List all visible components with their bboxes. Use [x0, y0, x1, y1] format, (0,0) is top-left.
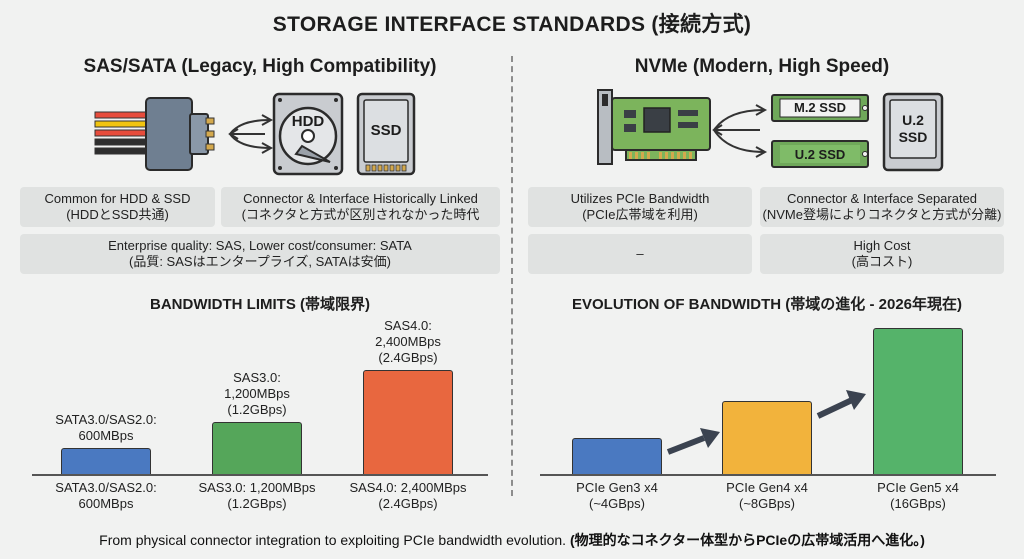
bar-bottom-label: PCIe Gen3 x4(~4GBps): [537, 480, 697, 512]
m2-ssd-label: M.2 SSD: [793, 100, 846, 115]
bar-bottom-label-line: SAS3.0: 1,200MBps: [198, 480, 316, 495]
growth-arrows-icon: [666, 390, 866, 455]
info-line: High Cost: [853, 238, 911, 253]
bar-top-label-line: SATA3.0/SAS2.0:: [55, 412, 157, 427]
chart-baseline: [540, 474, 996, 476]
hdd-icon: [272, 92, 344, 176]
info-placeholder: –: [528, 234, 752, 274]
bar-bottom-label: SAS3.0: 1,200MBps(1.2GBps): [177, 480, 337, 512]
bar-sas3-0: [212, 422, 302, 474]
info-line: Connector & Interface Historically Linke…: [243, 191, 478, 206]
bar-bottom-label-line: SATA3.0/SAS2.0:: [55, 480, 157, 495]
info-enterprise-quality: Enterprise quality: SAS, Lower cost/cons…: [20, 234, 500, 274]
u2-ssd-small-label: U.2 SSD: [794, 147, 846, 162]
bar-bottom-label-line: (1.2GBps): [227, 496, 287, 511]
page-title: STORAGE INTERFACE STANDARDS (接続方式): [272, 13, 752, 36]
info-line: Enterprise quality: SAS, Lower cost/cons…: [108, 238, 412, 253]
info-connector-linked: Connector & Interface Historically Linke…: [221, 187, 500, 227]
m2-ssd-icon: [771, 94, 869, 122]
bidirectional-arrows-icon: [228, 114, 274, 154]
info-common-hdd-ssd: Common for HDD & SSD (HDDとSSD共通): [20, 187, 215, 227]
bar-top-label: SAS3.0:1,200MBps(1.2GBps): [177, 370, 337, 418]
bar-bottom-label-line: (2.4GBps): [378, 496, 438, 511]
u2-ssd-small-icon: [771, 140, 869, 168]
footer-caption: From physical connector integration to e…: [0, 530, 1024, 550]
bar-bottom-label: SATA3.0/SAS2.0:600MBps: [26, 480, 186, 512]
bar-bottom-label-line: (~8GBps): [739, 496, 795, 511]
bar-top-label: SATA3.0/SAS2.0:600MBps: [26, 412, 186, 444]
left-section-heading: SAS/SATA (Legacy, High Compatibility): [83, 56, 437, 77]
bar-bottom-label-line: 600MBps: [78, 496, 134, 511]
u2-label-line: U.2: [902, 112, 924, 128]
bar-top-label-line: 600MBps: [78, 428, 134, 443]
bar-top-label-line: SAS4.0:: [384, 318, 432, 333]
info-high-cost: High Cost (高コスト): [760, 234, 1004, 274]
info-pcie-bandwidth: Utilizes PCIe Bandwidth (PCIe広帯域を利用): [528, 187, 752, 227]
bar-bottom-label: SAS4.0: 2,400MBps(2.4GBps): [328, 480, 488, 512]
bar-top-label-line: (1.2GBps): [227, 402, 287, 417]
info-line: (品質: SASはエンタープライズ, SATAは安価): [129, 254, 391, 269]
info-line: Connector & Interface Separated: [786, 191, 978, 206]
bar-bottom-label-line: PCIe Gen5 x4: [877, 480, 959, 495]
info-line: (高コスト): [851, 254, 913, 269]
bar-bottom-label-line: (~4GBps): [589, 496, 645, 511]
bar-top-label-line: 1,200MBps: [224, 386, 290, 401]
info-line: Common for HDD & SSD: [44, 191, 191, 206]
left-chart-title: BANDWIDTH LIMITS (帯域限界): [150, 296, 370, 313]
bar-bottom-label-line: PCIe Gen3 x4: [576, 480, 658, 495]
bar-bottom-label: PCIe Gen4 x4(~8GBps): [687, 480, 847, 512]
ssd-label: SSD: [370, 122, 402, 139]
info-line: (PCIe広帯域を利用): [582, 207, 698, 222]
ssd-icon: [356, 92, 416, 176]
bar-top-label-line: SAS3.0:: [233, 370, 281, 385]
right-section-heading: NVMe (Modern, High Speed): [634, 56, 890, 77]
section-divider: [511, 56, 513, 496]
bar-top-label-line: 2,400MBps: [375, 334, 441, 349]
bar-top-label: SAS4.0:2,400MBps(2.4GBps): [328, 318, 488, 366]
u2-ssd-drive-label: U.2 SSD: [882, 112, 944, 146]
pcie-card-icon: [597, 89, 711, 165]
hdd-label: HDD: [291, 113, 325, 130]
bar-bottom-label-line: PCIe Gen4 x4: [726, 480, 808, 495]
bar-bottom-label: PCIe Gen5 x4(16GBps): [838, 480, 998, 512]
info-line: (NVMe登場によりコネクタと方式が分離): [762, 207, 1002, 222]
chart-baseline: [32, 474, 488, 476]
info-line: (HDDとSSD共通): [66, 207, 169, 222]
footer-text-en: From physical connector integration to e…: [99, 532, 567, 548]
u2-ssd-drive-icon: [882, 92, 944, 172]
info-connector-separated: Connector & Interface Separated (NVMe登場に…: [760, 187, 1004, 227]
bar-bottom-label-line: (16GBps): [890, 496, 946, 511]
footer-text-jp: (物理的なコネクター体型からPCIeの広帯域活用へ進化。): [569, 532, 925, 548]
sata-cable-diagram: [94, 97, 274, 171]
info-line: –: [636, 246, 644, 261]
info-line: Utilizes PCIe Bandwidth: [570, 191, 710, 206]
bar-sas4-0: [363, 370, 453, 474]
bar-top-label-line: (2.4GBps): [378, 350, 438, 365]
info-line: (コネクタと方式が区別されなかった時代: [241, 207, 480, 222]
bidirectional-arrows-icon: [712, 104, 768, 158]
bar-pcie-gen5-x4: [873, 328, 963, 474]
right-chart-title: EVOLUTION OF BANDWIDTH (帯域の進化 - 2026年現在): [571, 296, 962, 313]
sata-cable-icon: [94, 97, 215, 171]
u2-label-line: SSD: [898, 129, 928, 145]
bar-sata3-0-sas2-0: [61, 448, 151, 474]
bar-bottom-label-line: SAS4.0: 2,400MBps: [349, 480, 467, 495]
